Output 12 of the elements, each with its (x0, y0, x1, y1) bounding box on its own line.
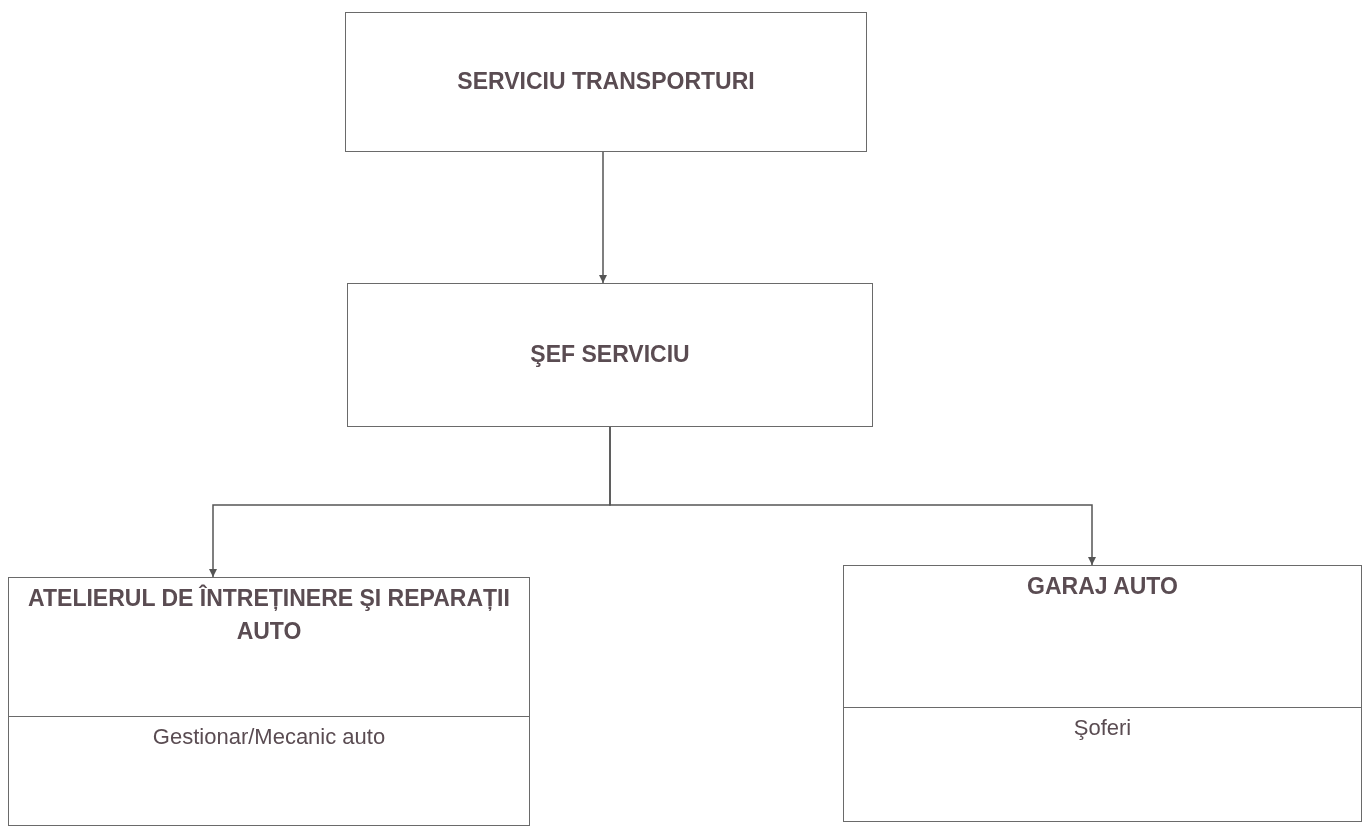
unit-title: ŞEF SERVICIU (530, 340, 690, 370)
org-unit-box (8, 577, 530, 826)
arrow (609, 426, 1096, 566)
org-box (347, 283, 873, 427)
unit-title: GARAJ AUTO (1027, 572, 1178, 601)
org-box (345, 12, 867, 152)
org-unit-box (843, 565, 1362, 822)
staff-role: Şoferi (1073, 714, 1132, 742)
unit-title: SERVICIU TRANSPORTURI (457, 67, 755, 97)
arrow (599, 151, 607, 284)
unit-title: ATELIERUL DE ÎNTREȚINERE ŞI REPARAȚII AUTO (27, 583, 511, 647)
staff-role: Gestionar/Mecanic auto (152, 723, 386, 751)
